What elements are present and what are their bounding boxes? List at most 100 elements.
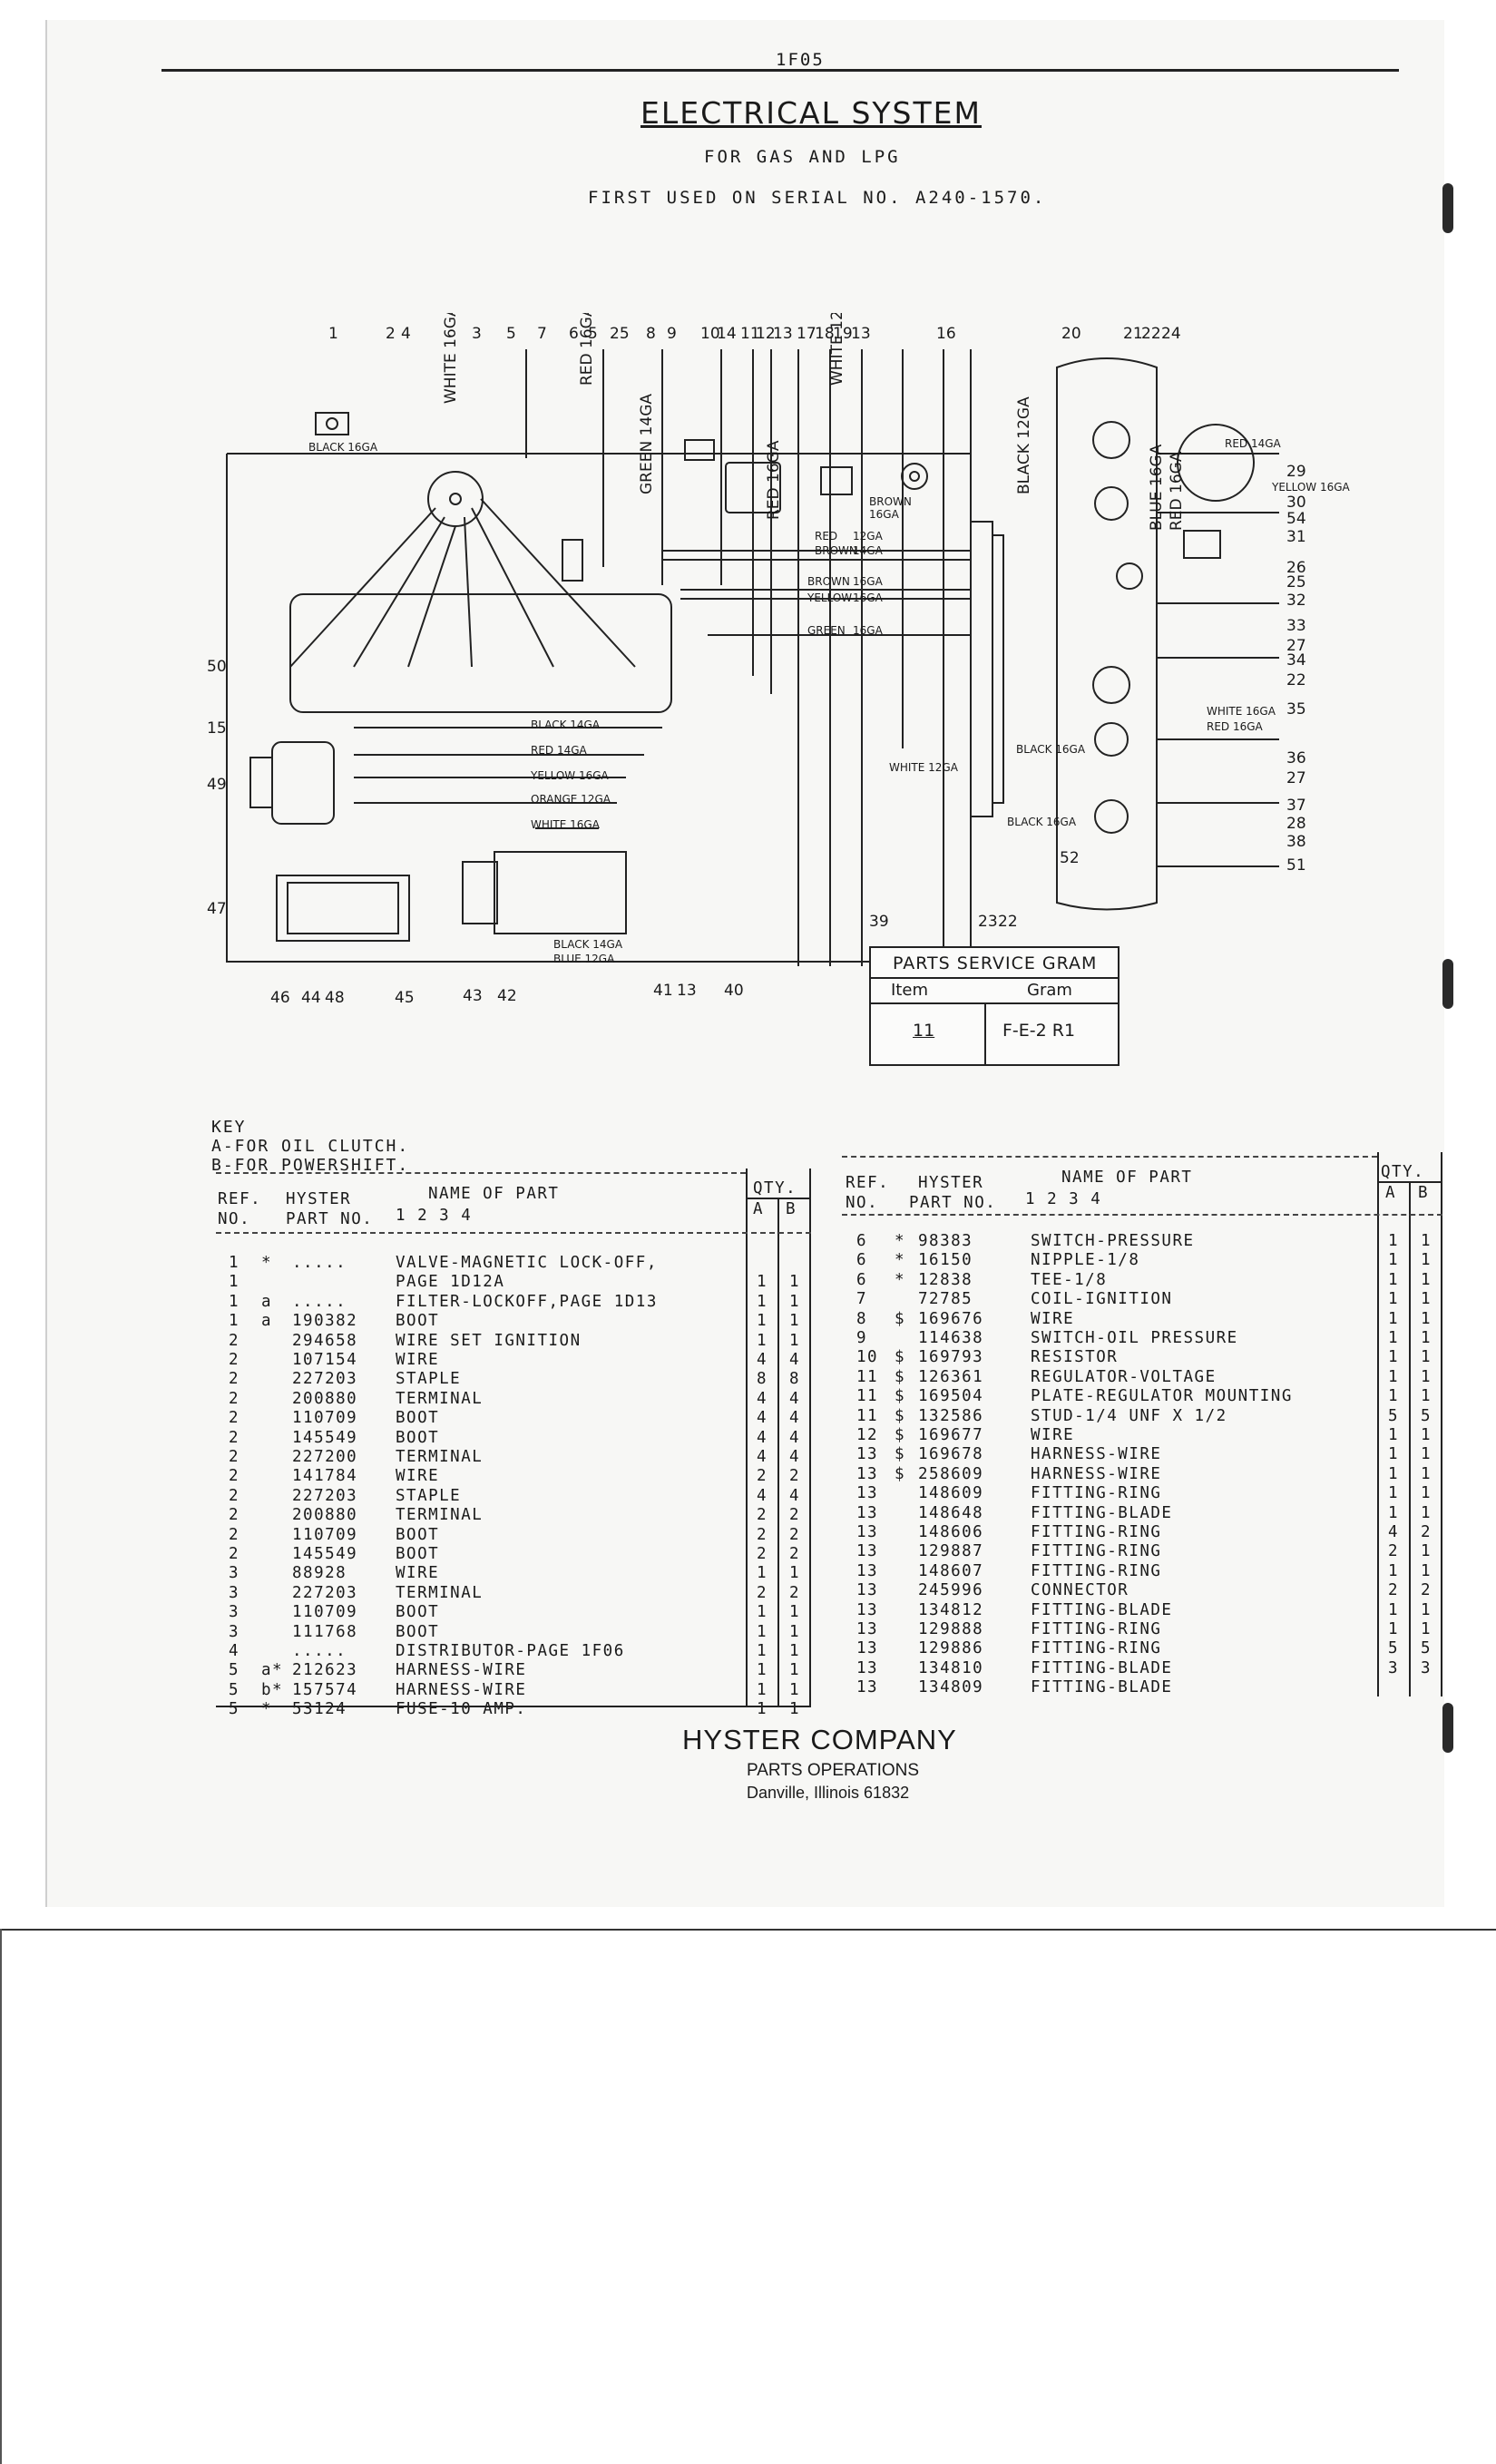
callout-number: 50 <box>207 658 227 676</box>
cell-ref: 7 <box>856 1290 868 1309</box>
gram-item-value: 11 <box>913 1021 935 1041</box>
cell-ref: 5 <box>229 1680 240 1699</box>
cell-b: 3 <box>1421 1658 1432 1677</box>
callout-number: 52 <box>1060 849 1080 867</box>
cell-b: 1 <box>1421 1251 1432 1270</box>
cell-name: BOOT <box>396 1312 440 1331</box>
table-rule <box>842 1214 1442 1216</box>
gram-code-value: F-E-2 R1 <box>1002 1021 1076 1041</box>
cell-b: 1 <box>789 1273 801 1292</box>
cell-name: WIRE <box>396 1351 440 1369</box>
cell-ref: 13 <box>856 1523 879 1541</box>
wire-gauge-label: BROWN <box>869 495 912 508</box>
wire-gauge-label: BLUE 16GA <box>1148 444 1166 531</box>
cell-a: 8 <box>757 1370 768 1389</box>
wire-gauge-label: 12GA <box>853 530 884 543</box>
cell-a: 1 <box>757 1312 768 1331</box>
cell-b: 2 <box>1421 1581 1432 1600</box>
cell-ref: 11 <box>856 1387 879 1406</box>
cell-b: 1 <box>1421 1600 1432 1619</box>
cell-ref: 2 <box>229 1409 240 1428</box>
lower-page-edge <box>0 1929 1496 1931</box>
cell-a: 2 <box>1388 1581 1400 1600</box>
cell-a: 1 <box>1388 1503 1400 1522</box>
cell-b: 1 <box>1421 1290 1432 1309</box>
cell-a: 1 <box>757 1564 768 1583</box>
cell-ref: 2 <box>229 1486 240 1505</box>
cell-name: DISTRIBUTOR-PAGE 1F06 <box>396 1642 625 1660</box>
company-division: PARTS OPERATIONS <box>747 1761 920 1780</box>
cell-a: 4 <box>757 1409 768 1428</box>
cell-mark: $ <box>895 1348 906 1367</box>
cell-a: 1 <box>757 1273 768 1292</box>
cell-a: 3 <box>1388 1658 1400 1677</box>
cell-part: 169676 <box>918 1309 984 1328</box>
cell-name: HARNESS-WIRE <box>1031 1445 1162 1464</box>
cell-b: 4 <box>789 1486 801 1505</box>
callout-number: 23 <box>978 913 998 931</box>
col-name: NAME OF PART <box>1061 1168 1193 1187</box>
table-rule <box>216 1232 811 1234</box>
callout-number: 42 <box>497 987 517 1005</box>
cell-name: BOOT <box>396 1545 440 1563</box>
page-subtitle: FOR GAS AND LPG <box>704 147 901 167</box>
cell-name: FITTING-BLADE <box>1031 1503 1173 1522</box>
cell-a: 2 <box>1388 1542 1400 1561</box>
wire-gauge-label: ORANGE 12GA <box>531 793 611 806</box>
callout-number: 21 <box>1123 325 1143 343</box>
cell-name: FITTING-RING <box>1031 1639 1162 1658</box>
cell-mark: $ <box>895 1309 906 1328</box>
cell-b: 2 <box>789 1506 801 1525</box>
binder-hole-mark <box>1442 959 1453 1009</box>
cell-b: 8 <box>789 1370 801 1389</box>
cell-a: 1 <box>757 1292 768 1311</box>
cell-name: STAPLE <box>396 1370 462 1389</box>
cell-a: 1 <box>757 1642 768 1660</box>
cell-name: FILTER-LOCKOFF,PAGE 1D13 <box>396 1292 658 1311</box>
cell-name: TEE-1/8 <box>1031 1270 1108 1289</box>
cell-b: 4 <box>789 1428 801 1447</box>
cell-b: 1 <box>1421 1464 1432 1483</box>
cell-mark: $ <box>895 1445 906 1464</box>
gram-title: PARTS SERVICE GRAM <box>893 953 1098 973</box>
wire-gauge-label: GREEN <box>807 624 846 637</box>
wire-gauge-label: RED 16GA <box>1168 451 1186 531</box>
cell-a: 2 <box>757 1467 768 1486</box>
wire-gauge-label: RED 14GA <box>1225 437 1282 450</box>
header-rule <box>161 69 1399 72</box>
callout-number: 22 <box>998 913 1018 931</box>
cell-a: 1 <box>757 1700 768 1719</box>
wire-gauge-label: WHITE 16GA <box>442 313 460 404</box>
cell-ref: 1 <box>229 1254 240 1272</box>
callout-number: 36 <box>1286 749 1306 768</box>
cell-a: 1 <box>1388 1290 1400 1309</box>
callout-number: 49 <box>207 776 227 794</box>
callout-number: 25 <box>1286 573 1306 592</box>
col-ref: REF. <box>218 1190 262 1208</box>
cell-part: 134812 <box>918 1600 984 1619</box>
key-block: KEY A-FOR OIL CLUTCH. B-FOR POWERSHIFT. <box>211 1118 409 1175</box>
callout-number: 29 <box>1286 463 1306 481</box>
cell-part: 129886 <box>918 1639 984 1658</box>
cell-b: 1 <box>789 1312 801 1331</box>
cell-a: 5 <box>1388 1639 1400 1658</box>
cell-ref: 13 <box>856 1445 879 1464</box>
cell-name: WIRE SET IGNITION <box>396 1331 582 1350</box>
callout-number: 2 <box>386 325 396 343</box>
callout-number: 27 <box>1286 637 1306 655</box>
cell-b: 1 <box>1421 1503 1432 1522</box>
cell-b: 2 <box>789 1583 801 1602</box>
cell-a: 2 <box>757 1525 768 1544</box>
cell-name: NIPPLE-1/8 <box>1031 1251 1140 1270</box>
cell-ref: 13 <box>856 1542 879 1561</box>
cell-part: 148606 <box>918 1523 984 1541</box>
cell-part: 114638 <box>918 1329 984 1347</box>
cell-name: STAPLE <box>396 1486 462 1505</box>
cell-part: 227203 <box>292 1486 358 1505</box>
cell-b: 1 <box>789 1680 801 1699</box>
cell-a: 4 <box>757 1428 768 1447</box>
cell-ref: 2 <box>229 1389 240 1408</box>
cell-name: WIRE <box>396 1564 440 1583</box>
gram-col-item: Item <box>891 981 928 1000</box>
